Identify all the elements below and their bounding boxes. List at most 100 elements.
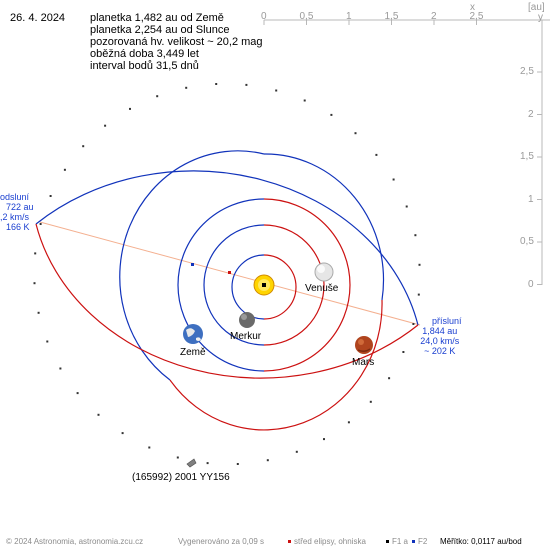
- asteroid-point: [347, 421, 350, 424]
- y-axis-name: y: [538, 12, 543, 23]
- asteroid-icon: [186, 458, 197, 468]
- y-tick-label: 2: [528, 108, 534, 120]
- perihelion-speed: 24,0 km/s: [420, 336, 460, 346]
- asteroid-point: [104, 124, 107, 127]
- info-period: oběžná doba 3,449 let: [90, 48, 199, 60]
- asteroid-point: [46, 340, 49, 343]
- asteroid-point: [76, 392, 79, 395]
- asteroid-point: [405, 205, 408, 208]
- aphelion-temperature: 166 K: [6, 222, 30, 232]
- mercury-icon: [239, 312, 255, 328]
- asteroid-point: [39, 223, 42, 225]
- earth-orbit: [177, 198, 351, 372]
- asteroid-point: [156, 95, 159, 98]
- asteroid-point: [369, 400, 372, 403]
- info-distance-earth: planetka 1,482 au od Země: [90, 12, 224, 24]
- legend-f1-swatch: [386, 540, 389, 544]
- ellipse-center-marker: [228, 271, 231, 274]
- asteroid-point: [375, 153, 378, 156]
- mars-icon: [355, 336, 373, 354]
- footer-legend-f2: F2: [412, 537, 427, 546]
- x-tick-label: 1,5: [384, 11, 399, 22]
- legend-center-swatch: [288, 540, 291, 544]
- footer-copyright: © 2024 Astronomia, astronomia.zcu.cz: [6, 537, 144, 546]
- asteroid-point: [176, 456, 179, 459]
- info-distance-sun: planetka 2,254 au od Slunce: [90, 24, 230, 36]
- y-tick-label: 1,5: [520, 151, 534, 162]
- y-tick-label: 2,5: [520, 66, 534, 77]
- observation-date: 26. 4. 2024: [10, 12, 66, 24]
- perihelion-temperature: ~ 202 K: [424, 346, 456, 356]
- aphelion-distance: 722 au: [6, 202, 34, 212]
- earth-icon: [183, 324, 203, 344]
- y-ticks: [537, 71, 542, 285]
- sun-icon: [253, 274, 275, 296]
- asteroid-point: [354, 132, 357, 135]
- asteroid-point: [97, 413, 100, 416]
- asteroid-point: [323, 438, 325, 441]
- y-tick-label: 0,5: [520, 236, 534, 247]
- mars-orbit: [119, 150, 385, 431]
- x-tick-label: 1: [346, 11, 352, 22]
- footer-scale: Měřítko: 0,0117 au/bod: [440, 537, 522, 546]
- asteroid-label: (165992) 2001 YY156: [132, 472, 230, 483]
- asteroid-point: [63, 168, 66, 171]
- aphelion-annotation: odsluní 722 au ,2 km/s 166 K: [0, 192, 34, 232]
- asteroid-point: [215, 83, 218, 85]
- asteroid-point: [121, 432, 124, 435]
- aphelion-title: odsluní: [0, 192, 30, 202]
- info-panel: planetka 1,482 au od Země planetka 2,254…: [90, 12, 263, 72]
- asteroid-point: [388, 377, 391, 380]
- mercury-label: Merkur: [230, 331, 262, 342]
- asteroid-point: [414, 234, 417, 237]
- asteroid-point: [49, 195, 52, 197]
- axes: [263, 19, 550, 285]
- asteroid-point: [330, 113, 333, 116]
- x-tick-label: 0: [261, 11, 267, 22]
- asteroid-point: [148, 446, 151, 449]
- asteroid-point: [295, 450, 298, 453]
- asteroid-point: [185, 86, 188, 89]
- y-tick-label: 1: [528, 193, 534, 205]
- asteroid-point: [303, 99, 306, 102]
- asteroid-point: [59, 367, 62, 370]
- venus-orbit: [203, 224, 325, 346]
- x-axis-name: x: [470, 2, 475, 13]
- x-tick-label: 2: [431, 11, 437, 22]
- earth-label: Země: [180, 347, 206, 358]
- asteroid-point: [236, 463, 239, 465]
- asteroid-point: [275, 89, 278, 92]
- footer-legend-center: střed elipsy, ohniska: [288, 537, 366, 546]
- asteroid-point: [266, 459, 269, 462]
- x-ticks: [263, 20, 477, 25]
- x-unit-label: [au]: [528, 2, 545, 13]
- asteroid-point: [34, 252, 37, 255]
- info-magnitude: pozorovaná hv. velikost ~ 20,2 mag: [90, 36, 263, 48]
- legend-f2-swatch: [412, 540, 415, 544]
- asteroid-orbit: [33, 83, 421, 465]
- perihelion-annotation: přísluní 1,844 au 24,0 km/s ~ 202 K: [418, 316, 462, 356]
- venus-icon: [314, 262, 334, 282]
- asteroid-point: [129, 107, 131, 110]
- info-point-interval: interval bodů 31,5 dnů: [90, 60, 199, 72]
- asteroid-point: [417, 293, 420, 296]
- x-tick-label: 0,5: [299, 11, 314, 22]
- venus-label: Venuše: [305, 283, 339, 294]
- footer-generated: Vygenerováno za 0,09 s: [178, 537, 264, 546]
- asteroid-point: [402, 351, 405, 353]
- asteroid-point: [33, 282, 36, 285]
- footer-legend-f1: F1 a: [386, 537, 408, 546]
- asteroid-point: [82, 145, 85, 148]
- y-tick-label: 0: [528, 278, 534, 290]
- aphelion-speed: ,2 km/s: [0, 212, 30, 222]
- asteroid-position-points: [33, 83, 421, 465]
- x-tick-label: 2,5: [469, 11, 484, 22]
- asteroid-point: [206, 462, 209, 465]
- asteroid-point: [412, 323, 415, 325]
- mars-label: Mars: [352, 357, 375, 368]
- perihelion-distance: 1,844 au: [422, 326, 458, 336]
- asteroid-point: [245, 83, 248, 86]
- perihelion-title: přísluní: [432, 316, 462, 326]
- focus-f2-marker: [191, 263, 194, 266]
